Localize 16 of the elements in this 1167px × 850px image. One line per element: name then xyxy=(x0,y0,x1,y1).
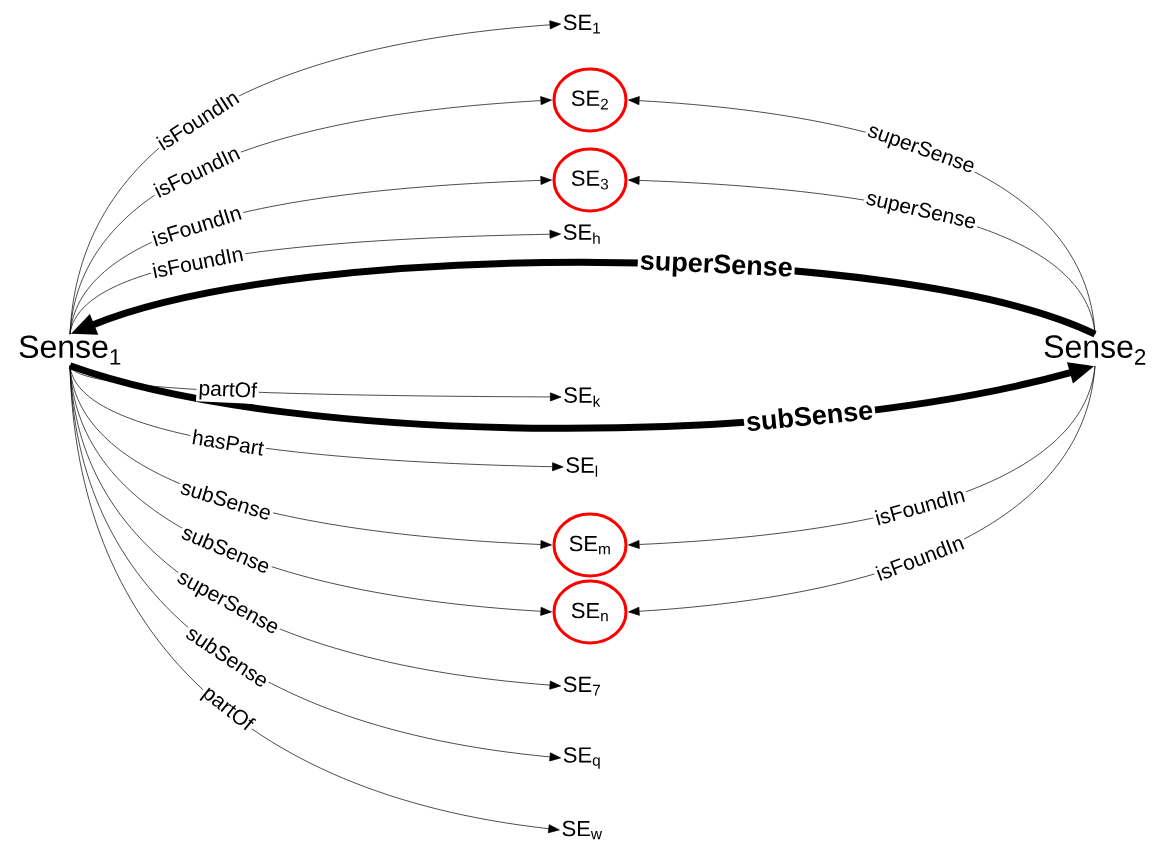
edge-label: isFoundIn xyxy=(870,483,969,529)
edge-label: superSense xyxy=(861,187,981,236)
arrow xyxy=(69,365,560,834)
node-label: Sense$_{1}$ xyxy=(19,335,121,365)
node-label: SE$_{h}$ xyxy=(563,224,600,244)
node-label: SE$_{k}$ xyxy=(564,387,601,407)
node-label: SE$_{l}$ xyxy=(566,457,598,477)
edge-label: partOf xyxy=(196,377,260,405)
edge-label: superSense xyxy=(637,248,796,285)
node-label: SE$_{1}$ xyxy=(563,14,600,34)
node-label: Sense$_{2}$ xyxy=(1044,335,1146,365)
node-label: SE$_{q}$ xyxy=(563,747,600,769)
edge-label: hasPart xyxy=(188,426,268,459)
edge-label: subSense xyxy=(742,397,877,434)
node-label: SE$_{7}$ xyxy=(563,676,600,696)
node-label: SE$_{w}$ xyxy=(562,820,603,840)
